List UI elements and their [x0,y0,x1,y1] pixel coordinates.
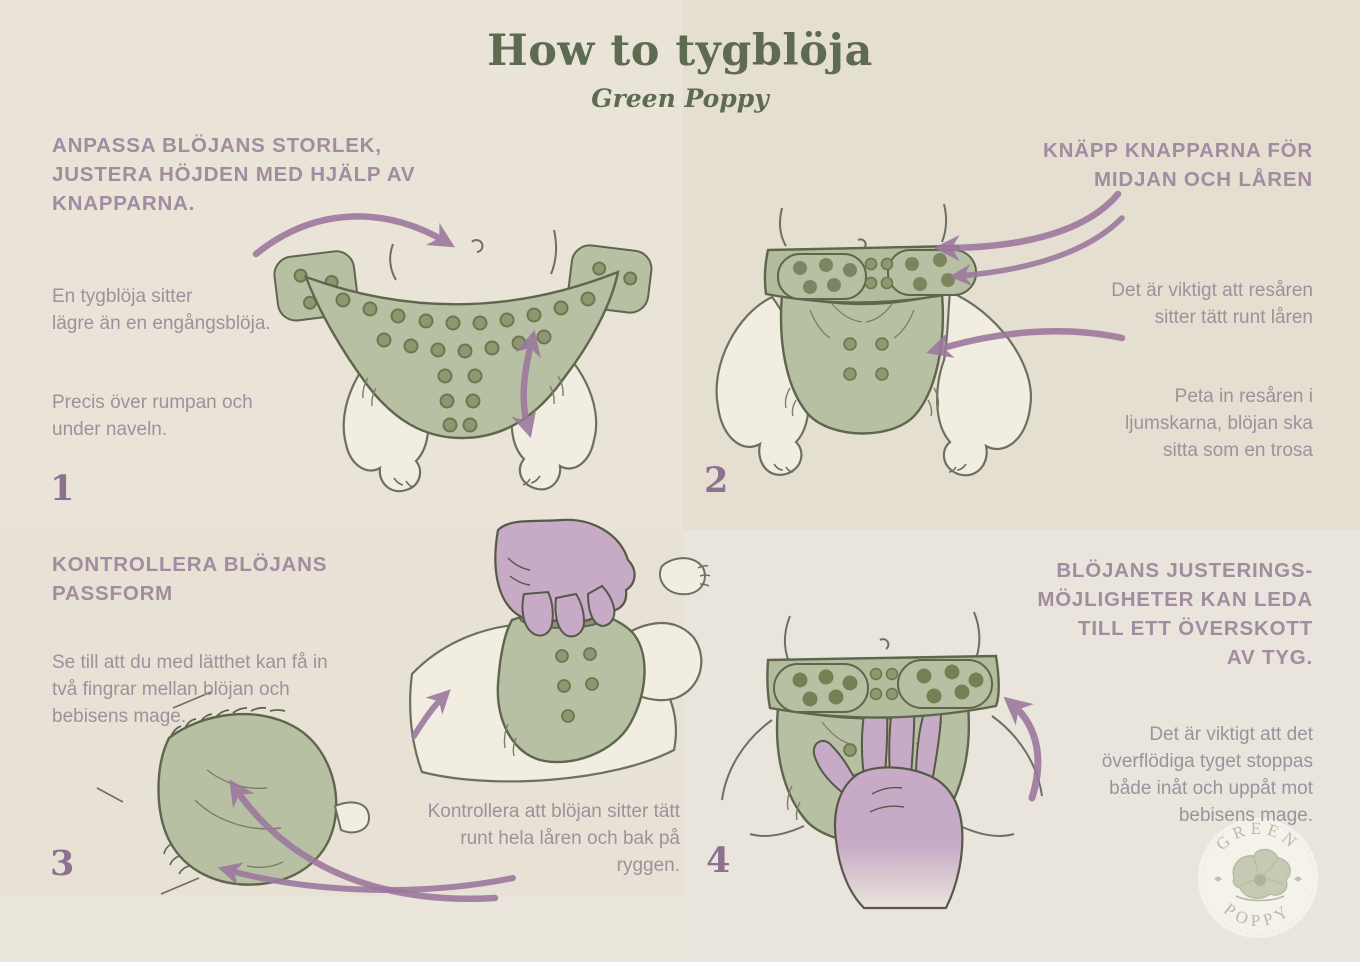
step3-paragraph-1: Se till att du med lätthet kan få in två… [52,652,328,727]
diaper-open [273,244,653,440]
step1-body: En tygblöja sitter lägre än en engångsbl… [52,256,352,495]
step1-paragraph-1: En tygblöja sitter lägre än en engångsbl… [52,286,271,334]
step3-rear-diaper-illustration [96,691,516,902]
arrow-to-leg-elastic [926,328,1126,358]
baby-legs [715,203,1033,477]
step4-body: Det är viktigt att det överflödiga tyget… [1013,694,1313,881]
step3-heading: KONTROLLERA BLÖJANS PASSFORM [52,553,328,605]
step3-number: 3 [50,843,75,884]
waist-elastic-ruffle [170,706,286,737]
arrow-up-back [229,779,499,902]
step3-body: Se till att du med lätthet kan få in två… [52,622,392,782]
step2-fastened-diaper-illustration [715,190,1126,477]
step3-caption: Kontrollera att blöjan sitter tätt runt … [427,801,680,876]
step4-heading: BLÖJANS JUSTERINGS- MÖJLIGHETER KAN LEDA… [1037,559,1313,669]
step1-paragraph-2: Precis över rumpan och under naveln. [52,392,253,440]
navel-line [471,239,484,253]
arrow-to-fit-check [411,689,451,739]
step1-diaper-sizing-illustration [252,213,653,493]
step2-heading: KNÄPP KNAPPARNA FÖR MIDJAN OCH LÅREN [1043,139,1313,191]
step3-fit-check-illustration [409,518,711,783]
leg-elastic-ruffle [163,843,190,875]
poppy-flower [1232,848,1291,902]
page-subtitle: Green Poppy [591,84,769,113]
logo-dotted-ring [1201,821,1315,935]
diaper-waistband [766,654,1000,719]
adult-hand [494,518,636,638]
step4-number: 4 [706,840,731,881]
arrow-to-waist-snaps [933,190,1125,286]
snap-dots [335,291,596,433]
step2-paragraph-1: Det är viktigt att resåren sitter tätt r… [1111,280,1313,328]
step2-paragraph-2: Peta in resåren i ljumskarna, blöjan ska… [1125,386,1313,461]
page-title: How to tygblöja [487,26,873,76]
step4-tuck-fabric-illustration [721,611,1043,910]
step1-heading: ANPASSA BLÖJANS STORLEK, JUSTERA HÖJDEN … [52,134,416,215]
green-poppy-logo: GREEN POPPY [1198,818,1318,938]
center-snap-dots [869,667,899,701]
baby-foot [333,801,371,834]
diaper-fastened [763,244,977,435]
arrow-to-waist [252,213,455,258]
step4-paragraph-1: Det är viktigt att det överflödiga tyget… [1101,724,1313,826]
arrow-tuck-up [1003,696,1042,802]
height-adjust-double-arrow [511,329,541,439]
step2-body: Det är viktigt att resåren sitter tätt r… [1013,250,1313,516]
wing-snap-dots [792,664,984,707]
back-snap-dots [555,647,599,723]
step1-number: 1 [50,468,75,509]
step2-number: 2 [704,460,729,501]
center-snap-dots [843,257,894,381]
arrow-left-under [217,862,516,893]
body-hint-lines [96,691,212,895]
baby-body-lines [721,611,1043,837]
